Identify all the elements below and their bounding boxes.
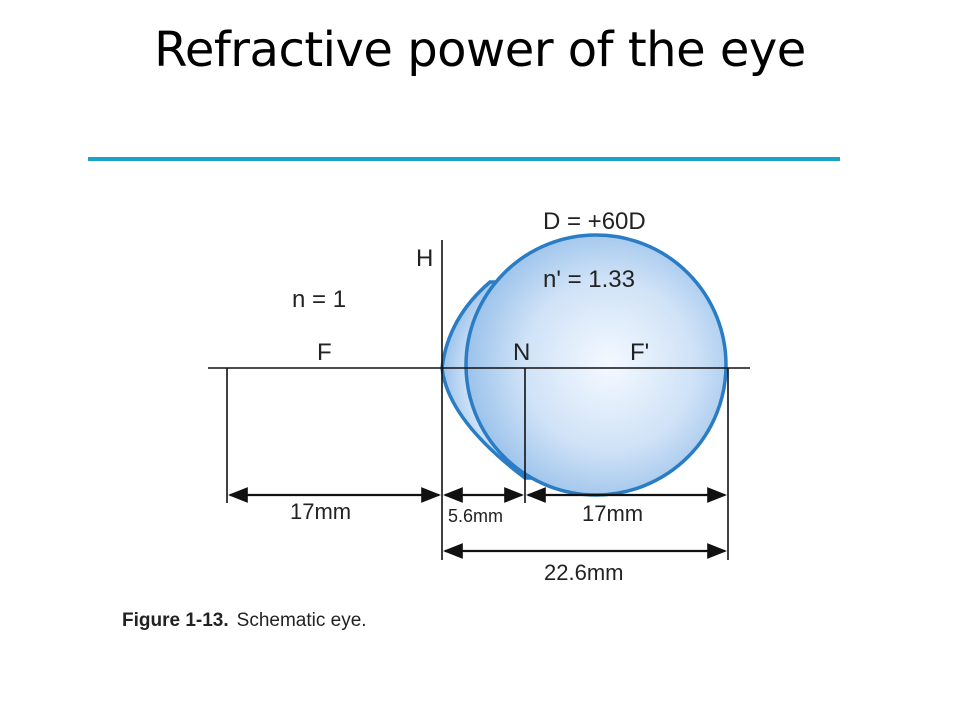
title-underline xyxy=(88,157,840,161)
nodal-point-label: N xyxy=(513,339,530,366)
index-eye-label: n' = 1.33 xyxy=(543,266,635,293)
figure-number: Figure 1-13. xyxy=(122,610,229,631)
figure-caption-text: Schematic eye. xyxy=(236,610,367,631)
dim-nodal-label: 5.6mm xyxy=(448,506,503,526)
power-label: D = +60D xyxy=(543,208,646,235)
figure-caption: Figure 1-13. Schematic eye. xyxy=(122,610,367,632)
dim-axial-length-label: 22.6mm xyxy=(544,560,623,585)
principal-plane-label: H xyxy=(416,245,433,272)
dim-rear-focal-label: 17mm xyxy=(582,501,643,526)
index-air-label: n = 1 xyxy=(292,286,346,313)
dim-front-focal-label: 17mm xyxy=(290,499,351,524)
slide-title: Refractive power of the eye xyxy=(154,22,806,78)
rear-focal-label: F' xyxy=(630,339,649,366)
front-focal-label: F xyxy=(317,339,332,366)
